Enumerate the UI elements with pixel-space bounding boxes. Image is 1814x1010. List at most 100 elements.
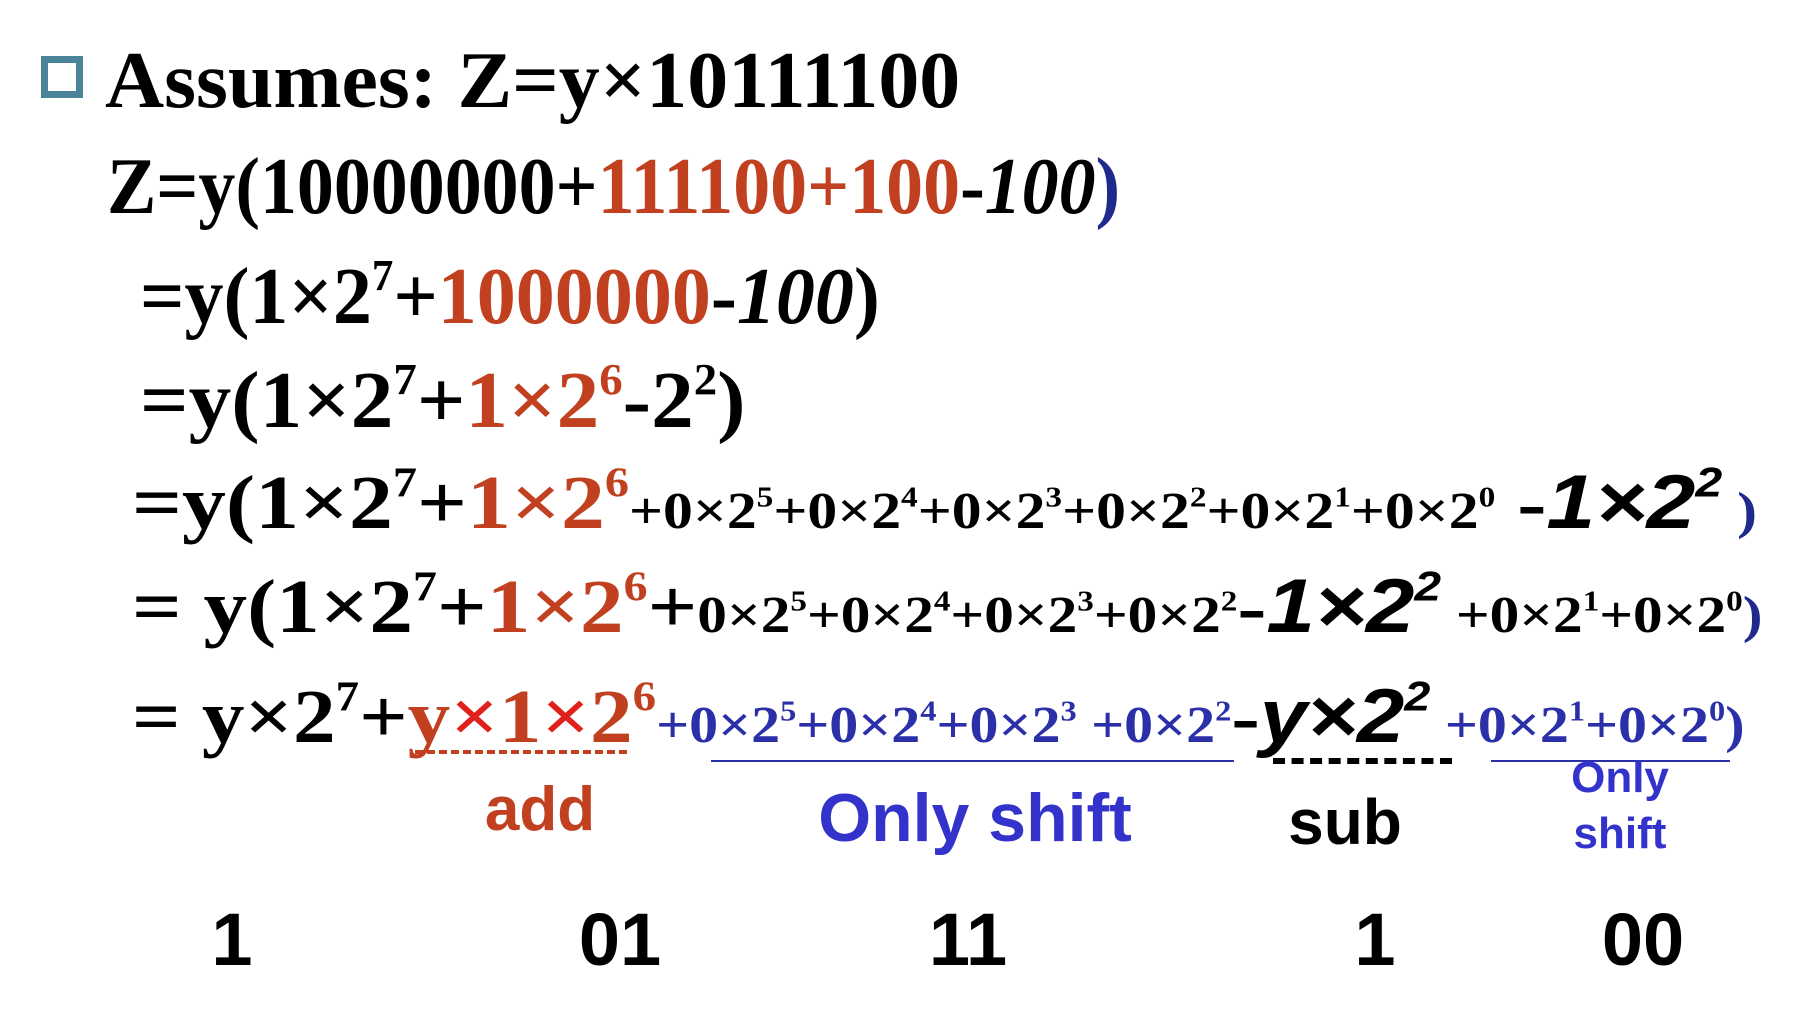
formula-segment: Z=y×10111100 bbox=[457, 35, 961, 126]
formula-segment: 2 bbox=[1220, 584, 1238, 618]
formula-segment: 1 bbox=[1582, 584, 1600, 618]
formula-segment: 3 bbox=[1045, 480, 1063, 514]
formula-segment: ) bbox=[1742, 587, 1763, 645]
formula-segment: 3 bbox=[1060, 694, 1077, 728]
formula-segment: +0×2 bbox=[773, 483, 902, 541]
formula-segment: 2 bbox=[1189, 480, 1207, 514]
formula-segment: - bbox=[1495, 459, 1547, 545]
formula-segment: +0×2 bbox=[1430, 697, 1569, 755]
formula-segment: 6 bbox=[623, 564, 648, 611]
formula-segment: 7 bbox=[371, 250, 394, 300]
formula-segment: y bbox=[407, 673, 451, 759]
formula-segment: ) bbox=[1095, 141, 1121, 232]
formula-segment: y×2 bbox=[1259, 673, 1405, 759]
formula-segment: + bbox=[393, 251, 438, 342]
formula-segment: 1 bbox=[1334, 480, 1351, 514]
formula-segment: 1×2 bbox=[467, 459, 605, 545]
formula-segment: = y×2 bbox=[132, 673, 336, 759]
formula-segment: 2 bbox=[1695, 458, 1723, 506]
formula-segment: +0×2 bbox=[796, 697, 921, 755]
formula-segment: 1×2 bbox=[486, 563, 624, 649]
formula-segment: 7 bbox=[392, 460, 418, 507]
formula-segment: 1×2 bbox=[1266, 563, 1415, 649]
formula-segment: 6 bbox=[632, 674, 657, 721]
formula-segment: +0×2 bbox=[628, 483, 757, 541]
formula-segment: + bbox=[359, 673, 408, 759]
formula-segment: 1 bbox=[1568, 694, 1586, 728]
formula-segment: 2 bbox=[1215, 694, 1232, 728]
formula-line-7: = y×27+y×1×26+0×25+0×24+0×23 +0×22-y×22 … bbox=[132, 672, 1745, 755]
formula-segment: 1×2 bbox=[1546, 459, 1696, 545]
formula-segment: ) bbox=[1725, 697, 1745, 755]
only-shift-label: Only shift bbox=[818, 780, 1132, 856]
formula-segment: Assumes: bbox=[105, 35, 458, 126]
formula-segment: =y(1×2 bbox=[140, 251, 372, 342]
booth-code: 00 bbox=[1601, 898, 1685, 981]
formula-segment: 5 bbox=[756, 480, 774, 514]
formula-segment: +0×2 bbox=[1076, 697, 1216, 755]
formula-segment: 5 bbox=[790, 584, 807, 618]
formula-segment: =y(1×2 bbox=[140, 355, 394, 446]
formula-segment: +0×2 bbox=[1350, 483, 1479, 541]
formula-segment: +0×2 bbox=[1206, 483, 1335, 541]
formula-segment: 3 bbox=[1077, 584, 1094, 618]
shift-label: shift bbox=[1573, 809, 1667, 858]
shift-underline-2 bbox=[1491, 760, 1730, 762]
formula-segment: × bbox=[541, 673, 591, 759]
formula-segment: ) bbox=[717, 355, 746, 446]
formula-segment: - bbox=[1231, 673, 1260, 759]
formula-segment: 7 bbox=[335, 674, 360, 721]
formula-segment: 4 bbox=[901, 480, 918, 514]
bullet-square-icon bbox=[41, 56, 83, 98]
formula-segment: - bbox=[960, 141, 985, 232]
formula-segment: +0×2 bbox=[1599, 587, 1727, 645]
formula-segment: + bbox=[416, 355, 466, 446]
formula-segment: 6 bbox=[599, 354, 623, 404]
formula-segment: 7 bbox=[413, 564, 438, 611]
booth-code: 01 bbox=[578, 898, 662, 981]
formula-segment: +0×2 bbox=[1441, 587, 1583, 645]
formula-segment: 2 bbox=[590, 673, 633, 759]
formula-segment: + bbox=[647, 563, 698, 649]
formula-line-3: =y(1×27+1000000-100) bbox=[140, 250, 880, 336]
formula-line-1: Assumes: Z=y×10111100 bbox=[105, 40, 960, 121]
formula-segment: 5 bbox=[780, 694, 797, 728]
booth-code: 1 bbox=[1354, 898, 1396, 981]
add-underline bbox=[415, 750, 627, 754]
formula-segment: + bbox=[417, 459, 468, 545]
formula-segment: 0 bbox=[1478, 480, 1496, 514]
formula-segment: 100 bbox=[736, 251, 854, 342]
formula-segment: +0×2 bbox=[1585, 697, 1710, 755]
formula-segment: 4 bbox=[920, 694, 937, 728]
formula-segment: 2 bbox=[693, 354, 718, 404]
formula-segment: +0×2 bbox=[1062, 483, 1190, 541]
formula-segment: × bbox=[450, 673, 499, 759]
sub-underline bbox=[1273, 758, 1452, 764]
formula-line-5: =y(1×27+1×26+0×25+0×24+0×23+0×22+0×21+0×… bbox=[132, 458, 1757, 541]
booth-code: 1 bbox=[211, 898, 253, 981]
formula-segment: 1×2 bbox=[465, 355, 600, 446]
formula-line-2: Z=y(10000000+111100+100-100) bbox=[107, 146, 1120, 227]
formula-segment: ) bbox=[853, 251, 880, 342]
formula-segment: = y(1×2 bbox=[132, 563, 414, 649]
only-label: Only bbox=[1571, 753, 1669, 802]
sub-label: sub bbox=[1288, 786, 1402, 858]
formula-segment: 2 bbox=[1404, 672, 1431, 720]
formula-segment: +0×2 bbox=[1093, 587, 1221, 645]
formula-line-6: = y(1×27+1×26+0×25+0×24+0×23+0×22-1×22 +… bbox=[132, 564, 1763, 645]
formula-segment: 100 bbox=[984, 141, 1096, 232]
formula-segment: +0×2 bbox=[950, 587, 1078, 645]
formula-segment: +0×2 bbox=[917, 483, 1046, 541]
formula-segment: =y(1×2 bbox=[132, 459, 393, 545]
formula-segment: Z=y(10000000+ bbox=[107, 141, 598, 232]
formula-segment: +0×2 bbox=[656, 697, 781, 755]
formula-segment: - bbox=[1237, 563, 1267, 649]
formula-segment: -2 bbox=[622, 355, 694, 446]
formula-segment: 1000000 bbox=[437, 251, 711, 342]
formula-segment: 6 bbox=[604, 460, 629, 507]
formula-segment: 0 bbox=[1726, 584, 1743, 618]
formula-line-4: =y(1×27+1×26-22) bbox=[140, 354, 746, 440]
formula-segment: 7 bbox=[393, 354, 417, 404]
booth-code: 11 bbox=[928, 898, 1008, 981]
formula-segment: 0×2 bbox=[697, 587, 791, 645]
